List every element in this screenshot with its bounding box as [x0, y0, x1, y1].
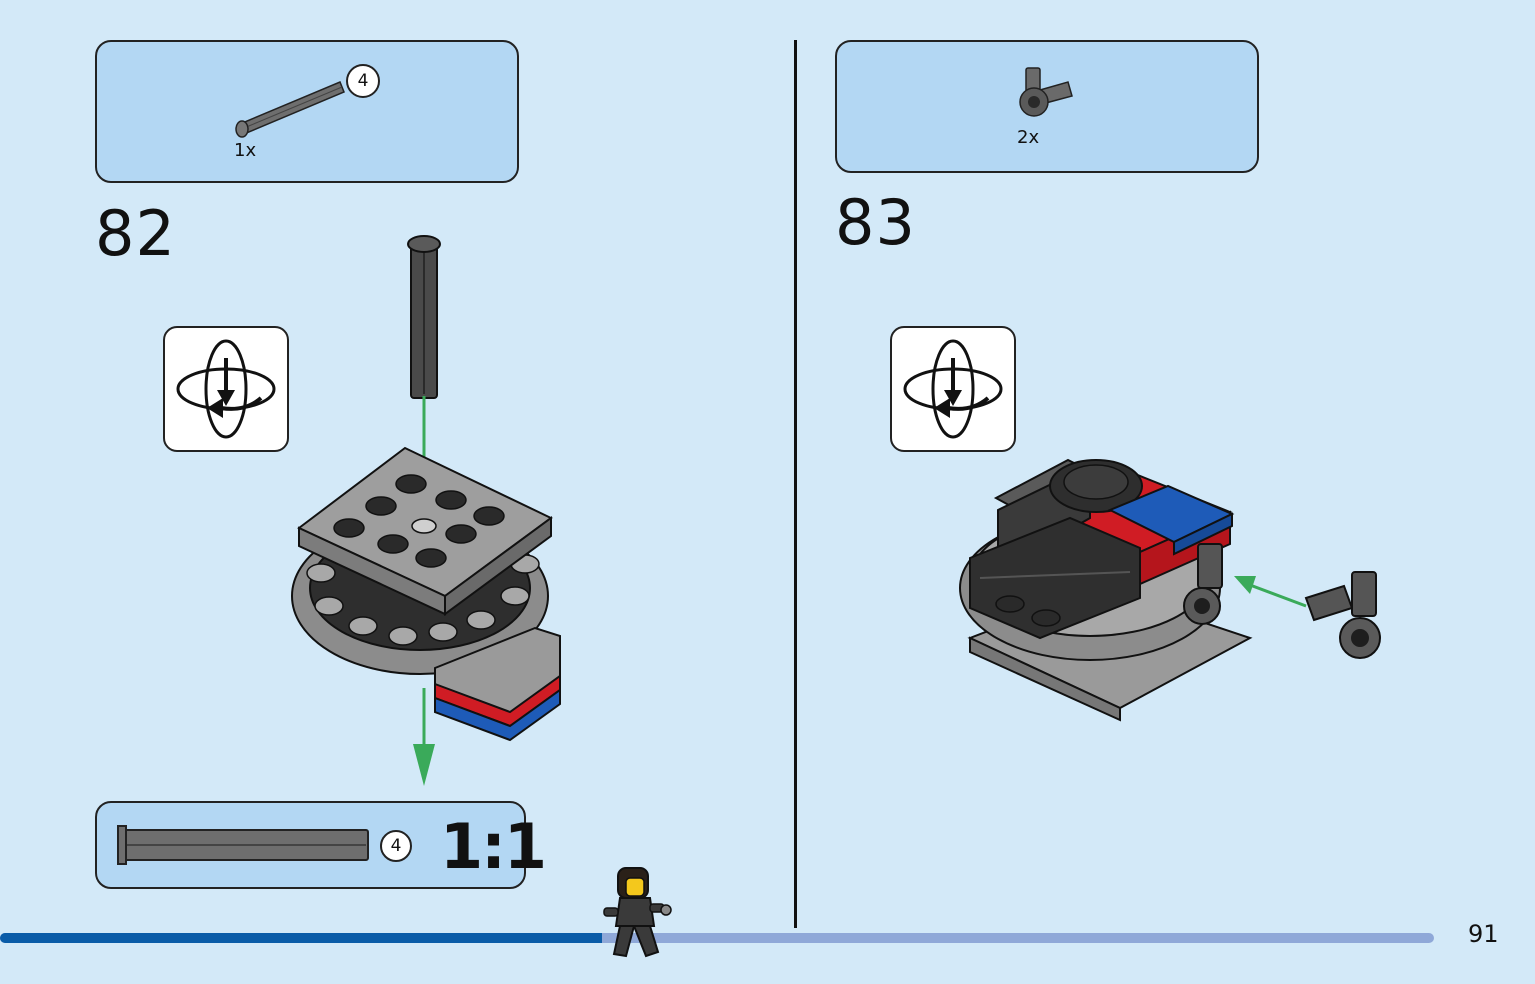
part-quantity: 1x	[234, 140, 257, 161]
rotate-model-icon	[163, 326, 289, 452]
page-number: 91	[1468, 920, 1499, 948]
step-number: 82	[95, 197, 176, 270]
axle-connector-icon	[1019, 67, 1073, 117]
step-number: 83	[835, 186, 916, 259]
part-quantity: 2x	[1017, 127, 1040, 148]
assembly-illustration	[291, 235, 561, 786]
build-progress-fill	[0, 933, 603, 943]
part-length-callout: 4	[346, 64, 380, 98]
axle-length-4-icon	[235, 81, 345, 138]
rotate-model-icon	[890, 326, 1016, 452]
step-82-parts-callout	[95, 40, 519, 183]
scale-ratio: 1:1	[440, 810, 547, 883]
scale-length-callout: 4	[380, 830, 412, 862]
minifigure-runner-icon	[603, 867, 672, 958]
step-divider	[794, 40, 797, 928]
build-progress-bar	[0, 933, 1434, 943]
assembly-illustration	[959, 458, 1381, 722]
axle-1to1-icon	[117, 825, 369, 865]
